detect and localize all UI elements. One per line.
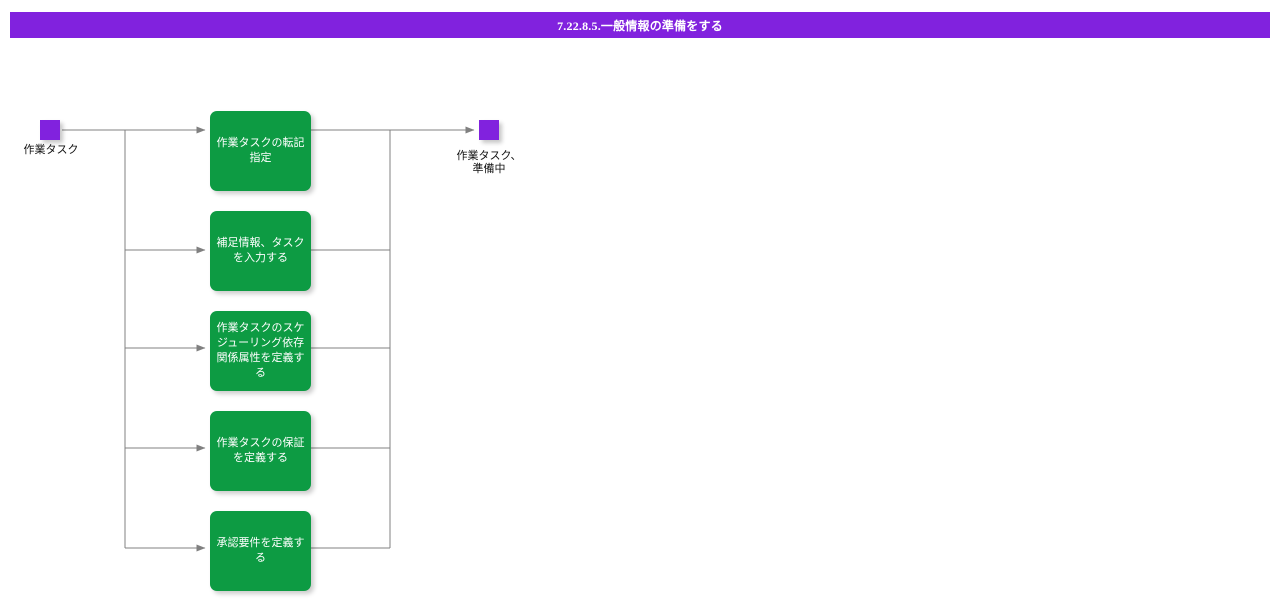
activity-node-1-label: 作業タスクの転記指定 — [216, 137, 305, 164]
end-node[interactable] — [479, 120, 499, 140]
start-node-label: 作業タスク — [23, 144, 79, 156]
page-title: 7.22.8.5.一般情報の準備をする — [557, 18, 723, 33]
page-title-bar: 7.22.8.5.一般情報の準備をする — [10, 12, 1270, 38]
activity-node-3-label: 作業タスクのスケジューリング依存関係属性を定義する — [216, 322, 305, 379]
activity-node-2[interactable]: 補足情報、タスクを入力する — [210, 211, 311, 291]
activity-node-1[interactable]: 作業タスクの転記指定 — [210, 111, 311, 191]
activity-node-2-label: 補足情報、タスクを入力する — [216, 237, 305, 264]
start-node[interactable] — [40, 120, 60, 140]
activity-node-4-label: 作業タスクの保証を定義する — [216, 437, 305, 464]
activity-node-4[interactable]: 作業タスクの保証を定義する — [210, 411, 311, 491]
activity-node-5-label: 承認要件を定義する — [216, 537, 305, 564]
activity-node-3[interactable]: 作業タスクのスケジューリング依存関係属性を定義する — [210, 311, 311, 391]
activity-node-5[interactable]: 承認要件を定義する — [210, 511, 311, 591]
end-node-label: 作業タスク、 準備中 — [456, 150, 522, 175]
